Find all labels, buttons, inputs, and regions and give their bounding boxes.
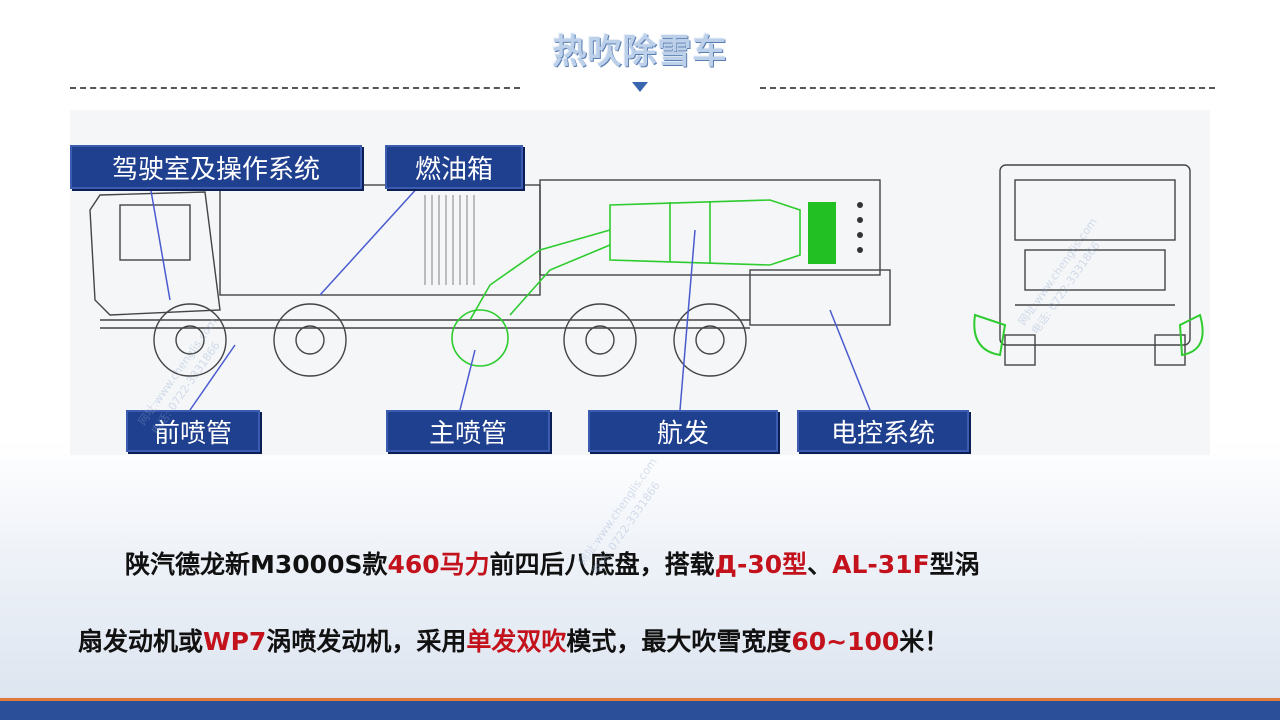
header-rule-left: [70, 87, 520, 89]
text-segment: 模式，最大吹雪宽度: [566, 627, 792, 656]
panel-dots: [857, 202, 863, 253]
fuel-grille: [424, 195, 475, 285]
cab-window: [119, 204, 191, 261]
wheel: [273, 303, 347, 377]
highlight-mode: 单发双吹: [466, 627, 567, 656]
highlight-engine-model-2: AL-31F: [832, 550, 930, 579]
truck-front-view: [999, 164, 1191, 366]
cab-outline: [89, 191, 221, 316]
engine-housing: [539, 179, 881, 276]
label-cab: 驾驶室及操作系统: [70, 145, 362, 189]
highlight-width: 60~100: [791, 627, 900, 656]
description-line-2: 扇发动机或WP7涡喷发动机，采用单发双吹模式，最大吹雪宽度60~100米！: [0, 622, 1280, 658]
wheel: [673, 303, 747, 377]
control-box: [749, 269, 891, 326]
front-nozzle-ring: [451, 309, 509, 367]
label-front-nozzle: 前喷管: [126, 410, 260, 452]
wheel: [153, 303, 227, 377]
highlight-engine-model-3: WP7: [203, 627, 267, 656]
description-line-1: 陕汽德龙新M3000S款460马力前四后八底盘，搭载Д-30型、AL-31F型涡: [0, 545, 1280, 581]
highlight-engine-model-1: Д-30型: [714, 550, 808, 579]
wheel: [563, 303, 637, 377]
background-gradient: [0, 440, 1280, 700]
text-segment: 前四后八底盘，搭载: [489, 550, 715, 579]
label-fuel-tank: 燃油箱: [385, 145, 523, 189]
text-segment: 陕汽德龙新M3000S款: [125, 550, 388, 579]
label-aero-engine: 航发: [588, 410, 778, 452]
label-electric-control: 电控系统: [797, 410, 969, 452]
text-segment: 涡喷发动机，采用: [266, 627, 467, 656]
page-title: 热吹除雪车: [552, 32, 728, 72]
pointer-lines: [149, 184, 871, 411]
green-fuel-block: [808, 202, 836, 264]
jet-engine-outline: [451, 199, 801, 367]
text-segment: 扇发动机或: [78, 627, 204, 656]
front-view-left-nozzle: [973, 313, 1007, 357]
header-triangle-marker: [632, 82, 648, 92]
label-main-nozzle: 主喷管: [386, 410, 550, 452]
footer-bar: [0, 698, 1280, 720]
text-segment: 、: [807, 550, 833, 579]
highlight-horsepower: 460马力: [387, 550, 490, 579]
front-view-right-nozzle: [1178, 313, 1204, 357]
truck-side-view: [89, 179, 891, 377]
text-segment: 米！: [899, 627, 950, 656]
header-rule-right: [760, 87, 1215, 89]
text-segment: 型涡: [929, 550, 980, 579]
